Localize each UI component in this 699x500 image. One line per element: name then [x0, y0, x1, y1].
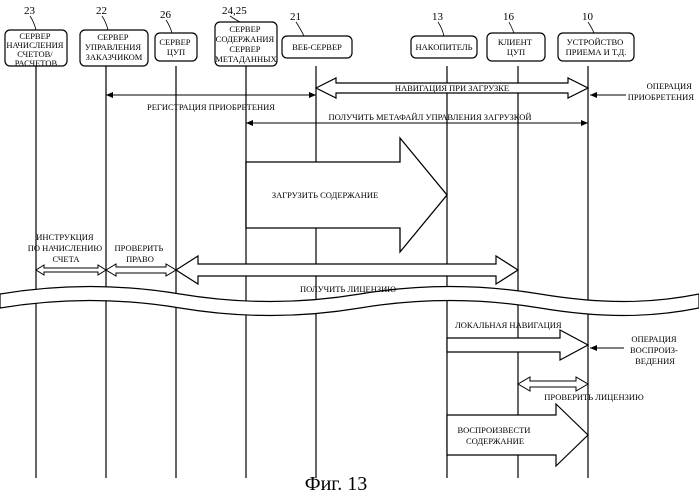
msg-op-playback: ОПЕРАЦИЯ ВОСПРОИЗ- ВЕДЕНИЯ: [630, 334, 680, 366]
ref-number-drm: 26: [160, 9, 172, 21]
arrow-check-license: [518, 377, 588, 391]
msg-get-license: ПОЛУЧИТЬ ЛИЦЕНЗИЮ: [300, 284, 396, 294]
arrow-check-right: [106, 264, 176, 276]
ref-number-storage: 13: [432, 11, 444, 23]
msg-get-metafile: ПОЛУЧИТЬ МЕТАФАЙЛ УПРАВЛЕНИЯ ЗАГРУЗКОЙ: [329, 112, 532, 122]
entity-label-device: УСТРОЙСТВО ПРИЕМА И Т.Д.: [566, 37, 627, 57]
ref-number-customer: 22: [96, 5, 107, 17]
figure-caption: Фиг. 13: [305, 473, 367, 495]
msg-op-purchase: ОПЕРАЦИЯ ПРИОБРЕТЕНИЯ: [628, 81, 695, 102]
reference-numbers: 23 22 26 24,25 21 13 16 10: [24, 5, 594, 23]
msg-check-right: ПРОВЕРИТЬ ПРАВО: [114, 243, 165, 264]
msg-play-content: ВОСПРОИЗВЕСТИ СОДЕРЖАНИЕ: [457, 425, 532, 446]
ref-number-content: 24,25: [222, 5, 247, 17]
ref-number-device: 10: [582, 11, 594, 23]
ref-number-billing: 23: [24, 5, 36, 17]
ref-number-client: 16: [503, 11, 515, 23]
msg-reg-purchase: РЕГИСТРАЦИЯ ПРИОБРЕТЕНИЯ: [147, 102, 275, 112]
arrow-billing-instruction: [36, 265, 106, 275]
msg-nav-download: НАВИГАЦИЯ ПРИ ЗАГРУЗКЕ: [395, 83, 509, 93]
msg-billing-instruction: ИНСТРУКЦИЯ ПО НАЧИСЛЕНИЮ СЧЕТА: [28, 232, 105, 264]
msg-download-content: ЗАГРУЗИТЬ СОДЕРЖАНИЕ: [272, 190, 378, 200]
arrow-get-license: [176, 256, 518, 284]
ref-number-web: 21: [290, 11, 301, 23]
entity-label-web: ВЕБ-СЕРВЕР: [292, 42, 342, 52]
entity-label-storage: НАКОПИТЕЛЬ: [415, 42, 472, 52]
msg-check-license: ПРОВЕРИТЬ ЛИЦЕНЗИЮ: [544, 392, 644, 402]
msg-local-nav: ЛОКАЛЬНАЯ НАВИГАЦИЯ: [455, 320, 562, 330]
